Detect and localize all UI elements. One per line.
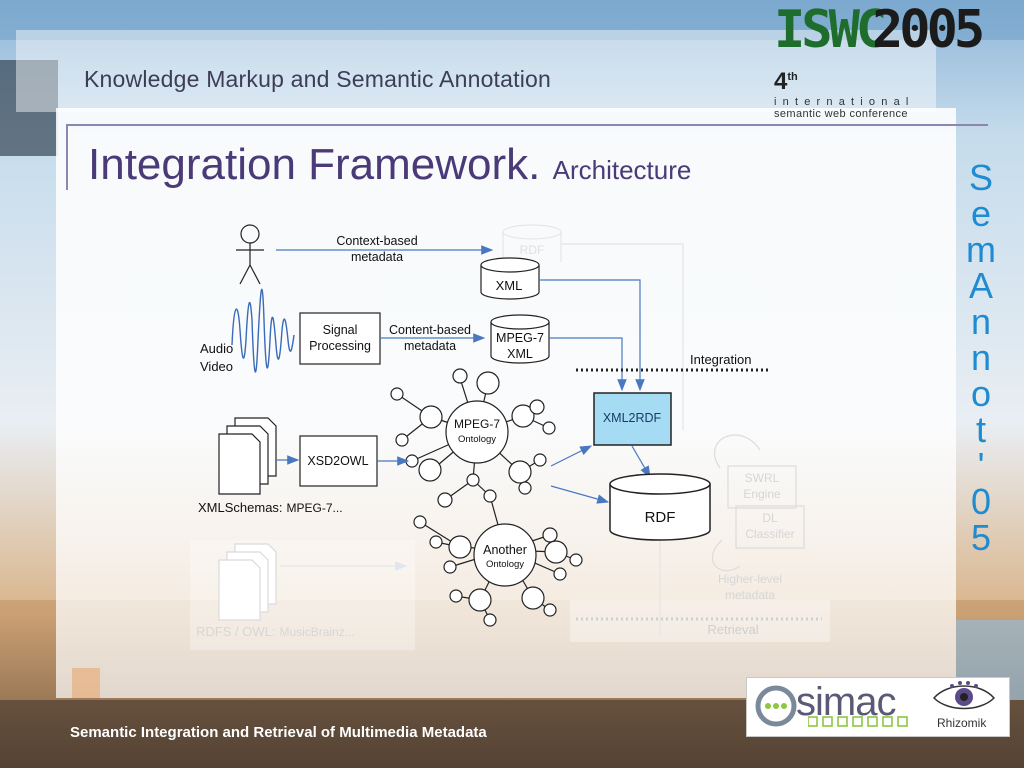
xsd2owl-label: XSD2OWL [307,454,368,468]
rdfs-owl-label-main: RDFS / OWL: [196,624,275,639]
mpeg7-ontology-label-1: MPEG-7 [454,417,500,431]
mpeg7-to-xml2rdf-arrow [549,337,627,392]
mpeg7-xml-label-1: MPEG-7 [496,331,544,345]
retrieval-label: Retrieval [707,622,758,637]
mpeg7-xml-label-2: XML [507,347,533,361]
context-label-1: Context-based [336,234,417,248]
vertical-letter: n [970,337,994,378]
faded-rdf-cylinder [502,224,562,262]
ontology-graph [390,368,583,627]
iswc-logo-year: 2005 [872,0,985,60]
vertical-letter: 0 [970,481,994,522]
rdfs-owl-label-example: MusicBrainz... [279,625,354,639]
signal-label-2: Processing [309,339,371,353]
mpeg7-ontology-label-2: Ontology [458,434,496,445]
xml2rdf-box [593,392,672,446]
iswc-logo-text: ISWC [774,0,887,60]
xmlschemas-document-icon [218,417,277,495]
another-ontology-label-2: Ontology [486,559,524,570]
faded-reasoning-area [659,434,805,636]
conference-number: 4th [774,68,798,96]
audio-waveform [231,288,295,373]
vertical-letter: n [970,301,994,342]
xmlschemas-label: XMLSchemas: MPEG-7... [198,500,343,515]
dl-label-1: DL [762,511,778,525]
vertical-letter: S [968,157,995,198]
vertical-letter: A [968,265,995,306]
conference-name: semantic web conference [774,108,908,120]
ontology-to-rdf-arrow [550,485,610,504]
header-title: Knowledge Markup and Semantic Annotation [84,66,552,92]
signal-label-1: Signal [323,323,358,337]
swrl-label-2: Engine [743,487,781,501]
slide-title: Integration Framework. Architecture [88,140,691,190]
xml-cylinder [480,257,540,300]
conference-number-suffix: th [787,71,798,83]
vertical-letter: t [975,409,988,450]
rdf-cylinder [609,473,711,541]
faded-rdf-label: RDF [520,243,545,257]
xmlschemas-label-main: XMLSchemas: [198,500,283,515]
rhizomik-logo-text: Rhizomik [937,716,987,730]
xml2rdf-to-rdf-arrow [631,445,651,479]
rdfs-owl-label: RDFS / OWL: MusicBrainz... [196,624,355,639]
rhizomik-eye-icon [932,681,996,710]
ontology-to-xml2rdf-arrow [550,445,593,467]
xmlschemas-label-example: MPEG-7... [287,501,343,515]
swrl-label-1: SWRL [745,471,780,485]
integration-label: Integration [690,352,751,367]
content-label-2: metadata [404,339,456,353]
slide-title-main: Integration Framework. [88,140,541,189]
xml2rdf-label: XML2RDF [603,411,662,425]
audio-label: Audio [200,341,233,356]
vertical-semannot: S e m A n n o t ' 0 5 [962,160,1002,556]
rdf-label: RDF [645,509,676,526]
conference-number-digit: 4 [774,68,788,95]
rdfs-document-icon [218,543,277,621]
faded-connector [561,243,684,430]
xsd2owl-box [299,435,378,487]
context-label-2: metadata [351,250,403,264]
vertical-letter: 5 [970,517,994,558]
content-label-1: Content-based [389,323,471,337]
another-ontology-label-1: Another [483,543,527,557]
higher-label-1: Higher-level [718,572,782,586]
vertical-letter: m [966,229,998,270]
slide-subtitle: Architecture [552,155,692,185]
xml-label: XML [496,278,523,293]
person-icon [236,224,264,285]
vertical-letter: ' [977,445,987,486]
dl-label-2: Classifier [745,527,794,541]
higher-label-2: metadata [725,588,775,602]
simac-logo-icon [755,685,797,727]
simac-squares [808,716,908,727]
vertical-letter: o [970,373,994,414]
vertical-letter: e [970,193,994,234]
xml-to-xml2rdf-arrow [539,279,645,392]
mpeg7-xml-cylinder [490,314,550,364]
footer-text: Semantic Integration and Retrieval of Mu… [70,724,487,741]
conference-international: international [774,96,915,108]
signal-processing-box [299,312,381,365]
video-label: Video [200,359,233,374]
